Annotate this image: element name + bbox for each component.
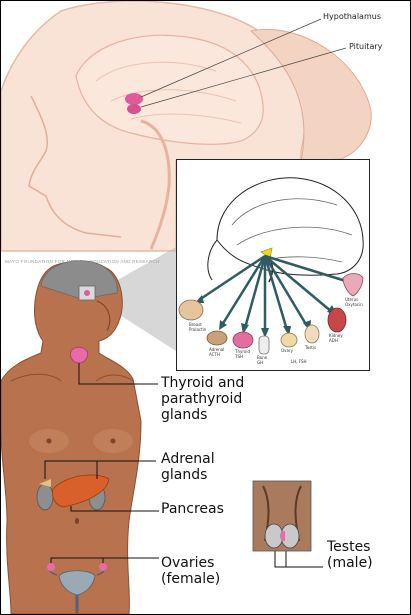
ovaries-label-line2: (female) (161, 571, 221, 588)
ovaries-label: Ovaries (female) (161, 555, 220, 587)
adrenal-label-line2: glands (161, 467, 208, 484)
testes-label: Testes (male) (327, 539, 373, 571)
testes-drawing (252, 480, 312, 552)
inset-label-uterus: Uterus Oxytocin (345, 297, 363, 307)
testes-label-line1: Testes (327, 539, 371, 555)
ovaries-label-line1: Ovaries (161, 555, 215, 571)
pancreas-label: Pancreas (161, 501, 224, 517)
inset-label-kidney: Kidney ADH (329, 333, 343, 343)
testes-label-line2: (male) (327, 555, 373, 572)
thyroid-label-line1: Thyroid and (161, 375, 245, 391)
hypothalamus-gland (125, 93, 143, 105)
thyroid-label-line3: glands (161, 407, 208, 424)
pituitary-gland (127, 104, 141, 114)
inset-label-bone: Bone GH (257, 355, 268, 365)
thyroid-label-line2: parathyroid (161, 391, 243, 408)
pituitary-label: Pituitary (349, 42, 383, 51)
adrenal-label-line1: Adrenal (161, 451, 215, 467)
pituitary-targets-inset: Breast Prolactin Adrenal ACTH Thyroid TS… (176, 159, 370, 371)
inset-label-testis: Testis (305, 345, 317, 350)
inset-label-lh-fsh: LH, FSH (291, 359, 307, 364)
inset-label-thyroid: Thyroid TSH (235, 349, 250, 359)
hypothalamus-label: Hypothalamus (323, 12, 381, 21)
adrenal-label: Adrenal glands (161, 451, 215, 483)
head-profile-drawing (1, 1, 372, 252)
inset-label-adrenal: Adrenal ACTH (209, 347, 225, 357)
inset-label-ovary: Ovary (281, 348, 293, 353)
body-drawing (1, 260, 142, 614)
pituitary-targets-drawing (178, 177, 364, 355)
inset-label-breast: Breast Prolactin (189, 322, 207, 332)
thyroid-label: Thyroid and parathyroid glands (161, 375, 244, 423)
copyright-credit: MAYO FOUNDATION FOR MEDICAL EDUCATION AN… (5, 259, 160, 264)
